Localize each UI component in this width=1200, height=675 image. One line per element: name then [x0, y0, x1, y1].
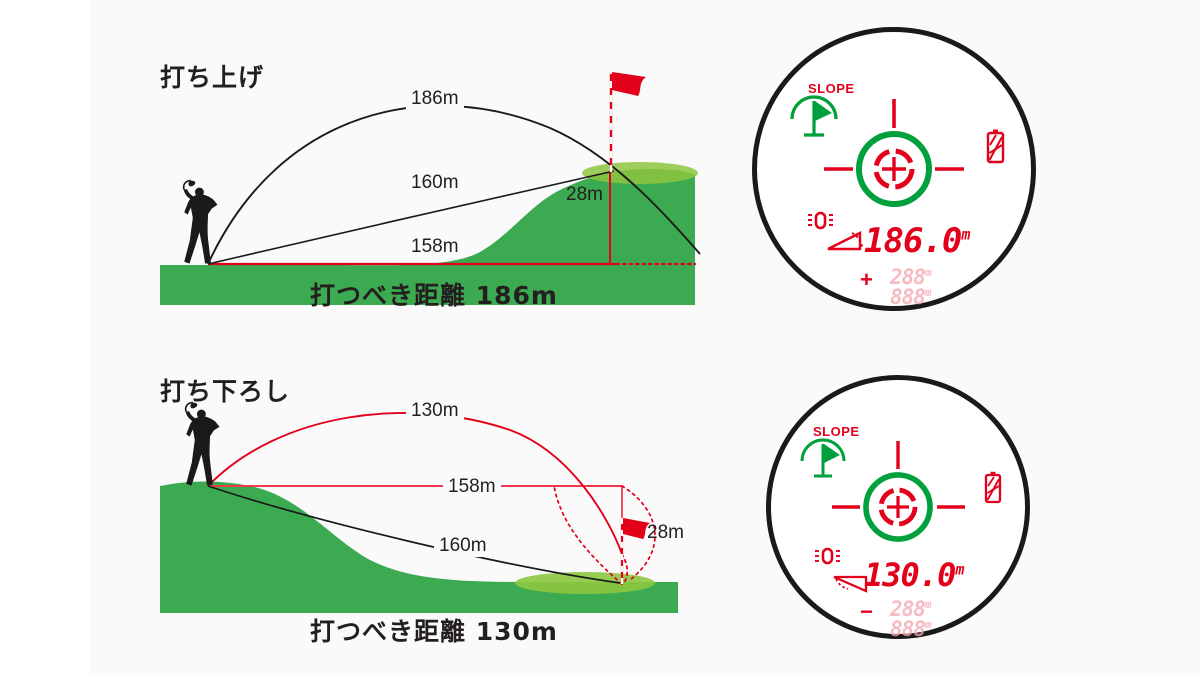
secondary-row-2-unit: m — [924, 618, 932, 631]
downhill-title: 打ち下ろし — [160, 377, 291, 406]
uphill-sight-label: 160m — [406, 172, 464, 194]
fairway-terrain — [160, 481, 678, 613]
secondary-row-1-downhill: 288m — [890, 597, 932, 621]
secondary-row-1-value: 288 — [890, 597, 926, 621]
secondary-row-2-unit: m — [924, 286, 932, 299]
flag-banner — [623, 518, 650, 539]
uphill-scene-svg — [160, 72, 701, 305]
landing-arc-left-dotted — [553, 485, 623, 585]
secondary-row-2-value: 888 — [890, 285, 926, 309]
secondary-row-1-uphill: 288m — [890, 265, 932, 289]
slope-label: SLOPE — [813, 424, 860, 439]
golfer-silhouette — [182, 179, 218, 264]
fairway-terrain — [160, 169, 695, 305]
secondary-row-2-downhill: 888m — [890, 617, 932, 641]
scope-uphill: SLOPE 186.0m + 288m 888m — [752, 27, 1036, 311]
uphill-title: 打ち上げ — [160, 63, 265, 92]
diagram-downhill — [130, 368, 710, 618]
putting-green — [582, 162, 698, 184]
primary-distance-value: 186.0 — [864, 221, 962, 261]
uphill-caption: 打つべき距離 186m — [310, 281, 558, 310]
golfer-silhouette — [184, 401, 220, 486]
secondary-row-2-value: 888 — [890, 617, 926, 641]
line-of-sight — [207, 485, 621, 584]
downhill-scene-svg — [160, 401, 678, 613]
scope-display-svg — [790, 95, 1005, 251]
scope-display-svg — [800, 438, 1002, 593]
uphill-arc-label: 186m — [406, 88, 464, 110]
flag-banner — [612, 72, 646, 96]
downhill-ground-label: 158m — [443, 476, 501, 498]
secondary-row-1-unit: m — [924, 598, 932, 611]
battery-icon — [986, 129, 1005, 164]
primary-distance-uphill: 186.0m — [864, 221, 970, 261]
secondary-row-1-value: 288 — [890, 265, 926, 289]
vibration-icon — [815, 547, 840, 565]
uphill-height-label: 28m — [566, 184, 603, 205]
downhill-arc-label: 130m — [406, 400, 464, 422]
slope-flag-icon — [790, 95, 838, 137]
primary-distance-value: 130.0 — [864, 556, 956, 594]
reticle-crosshair-icon — [824, 99, 964, 207]
secondary-sign-uphill: + — [860, 267, 873, 292]
scope-downhill: SLOPE 130.0m − 288m 888m — [766, 375, 1030, 641]
primary-distance-downhill: 130.0m — [864, 556, 964, 594]
vibration-icon — [808, 211, 833, 230]
primary-distance-unit: m — [961, 225, 971, 244]
secondary-row-2-uphill: 888m — [890, 285, 932, 309]
downhill-height-label: 28m — [647, 522, 684, 543]
ball-flight-arc — [207, 412, 623, 555]
downhill-sight-label: 160m — [434, 535, 492, 557]
ball-flight-descent-dotted — [621, 553, 629, 585]
downhill-angle-icon — [833, 575, 868, 593]
primary-distance-unit: m — [955, 560, 965, 579]
slope-label: SLOPE — [808, 81, 855, 96]
uphill-ground-label: 158m — [406, 236, 464, 258]
downhill-caption: 打つべき距離 130m — [310, 617, 558, 646]
battery-icon — [984, 471, 1002, 504]
landing-arc-right-dotted — [621, 485, 656, 581]
uphill-angle-icon — [827, 231, 863, 251]
secondary-sign-downhill: − — [860, 599, 873, 624]
secondary-row-1-unit: m — [924, 266, 932, 279]
reticle-crosshair-icon — [832, 441, 965, 542]
ball-flight-arc — [207, 104, 701, 265]
slope-flag-icon — [800, 438, 846, 478]
line-of-sight — [207, 170, 615, 265]
putting-green — [515, 572, 655, 594]
diagram-uphill — [130, 30, 710, 320]
